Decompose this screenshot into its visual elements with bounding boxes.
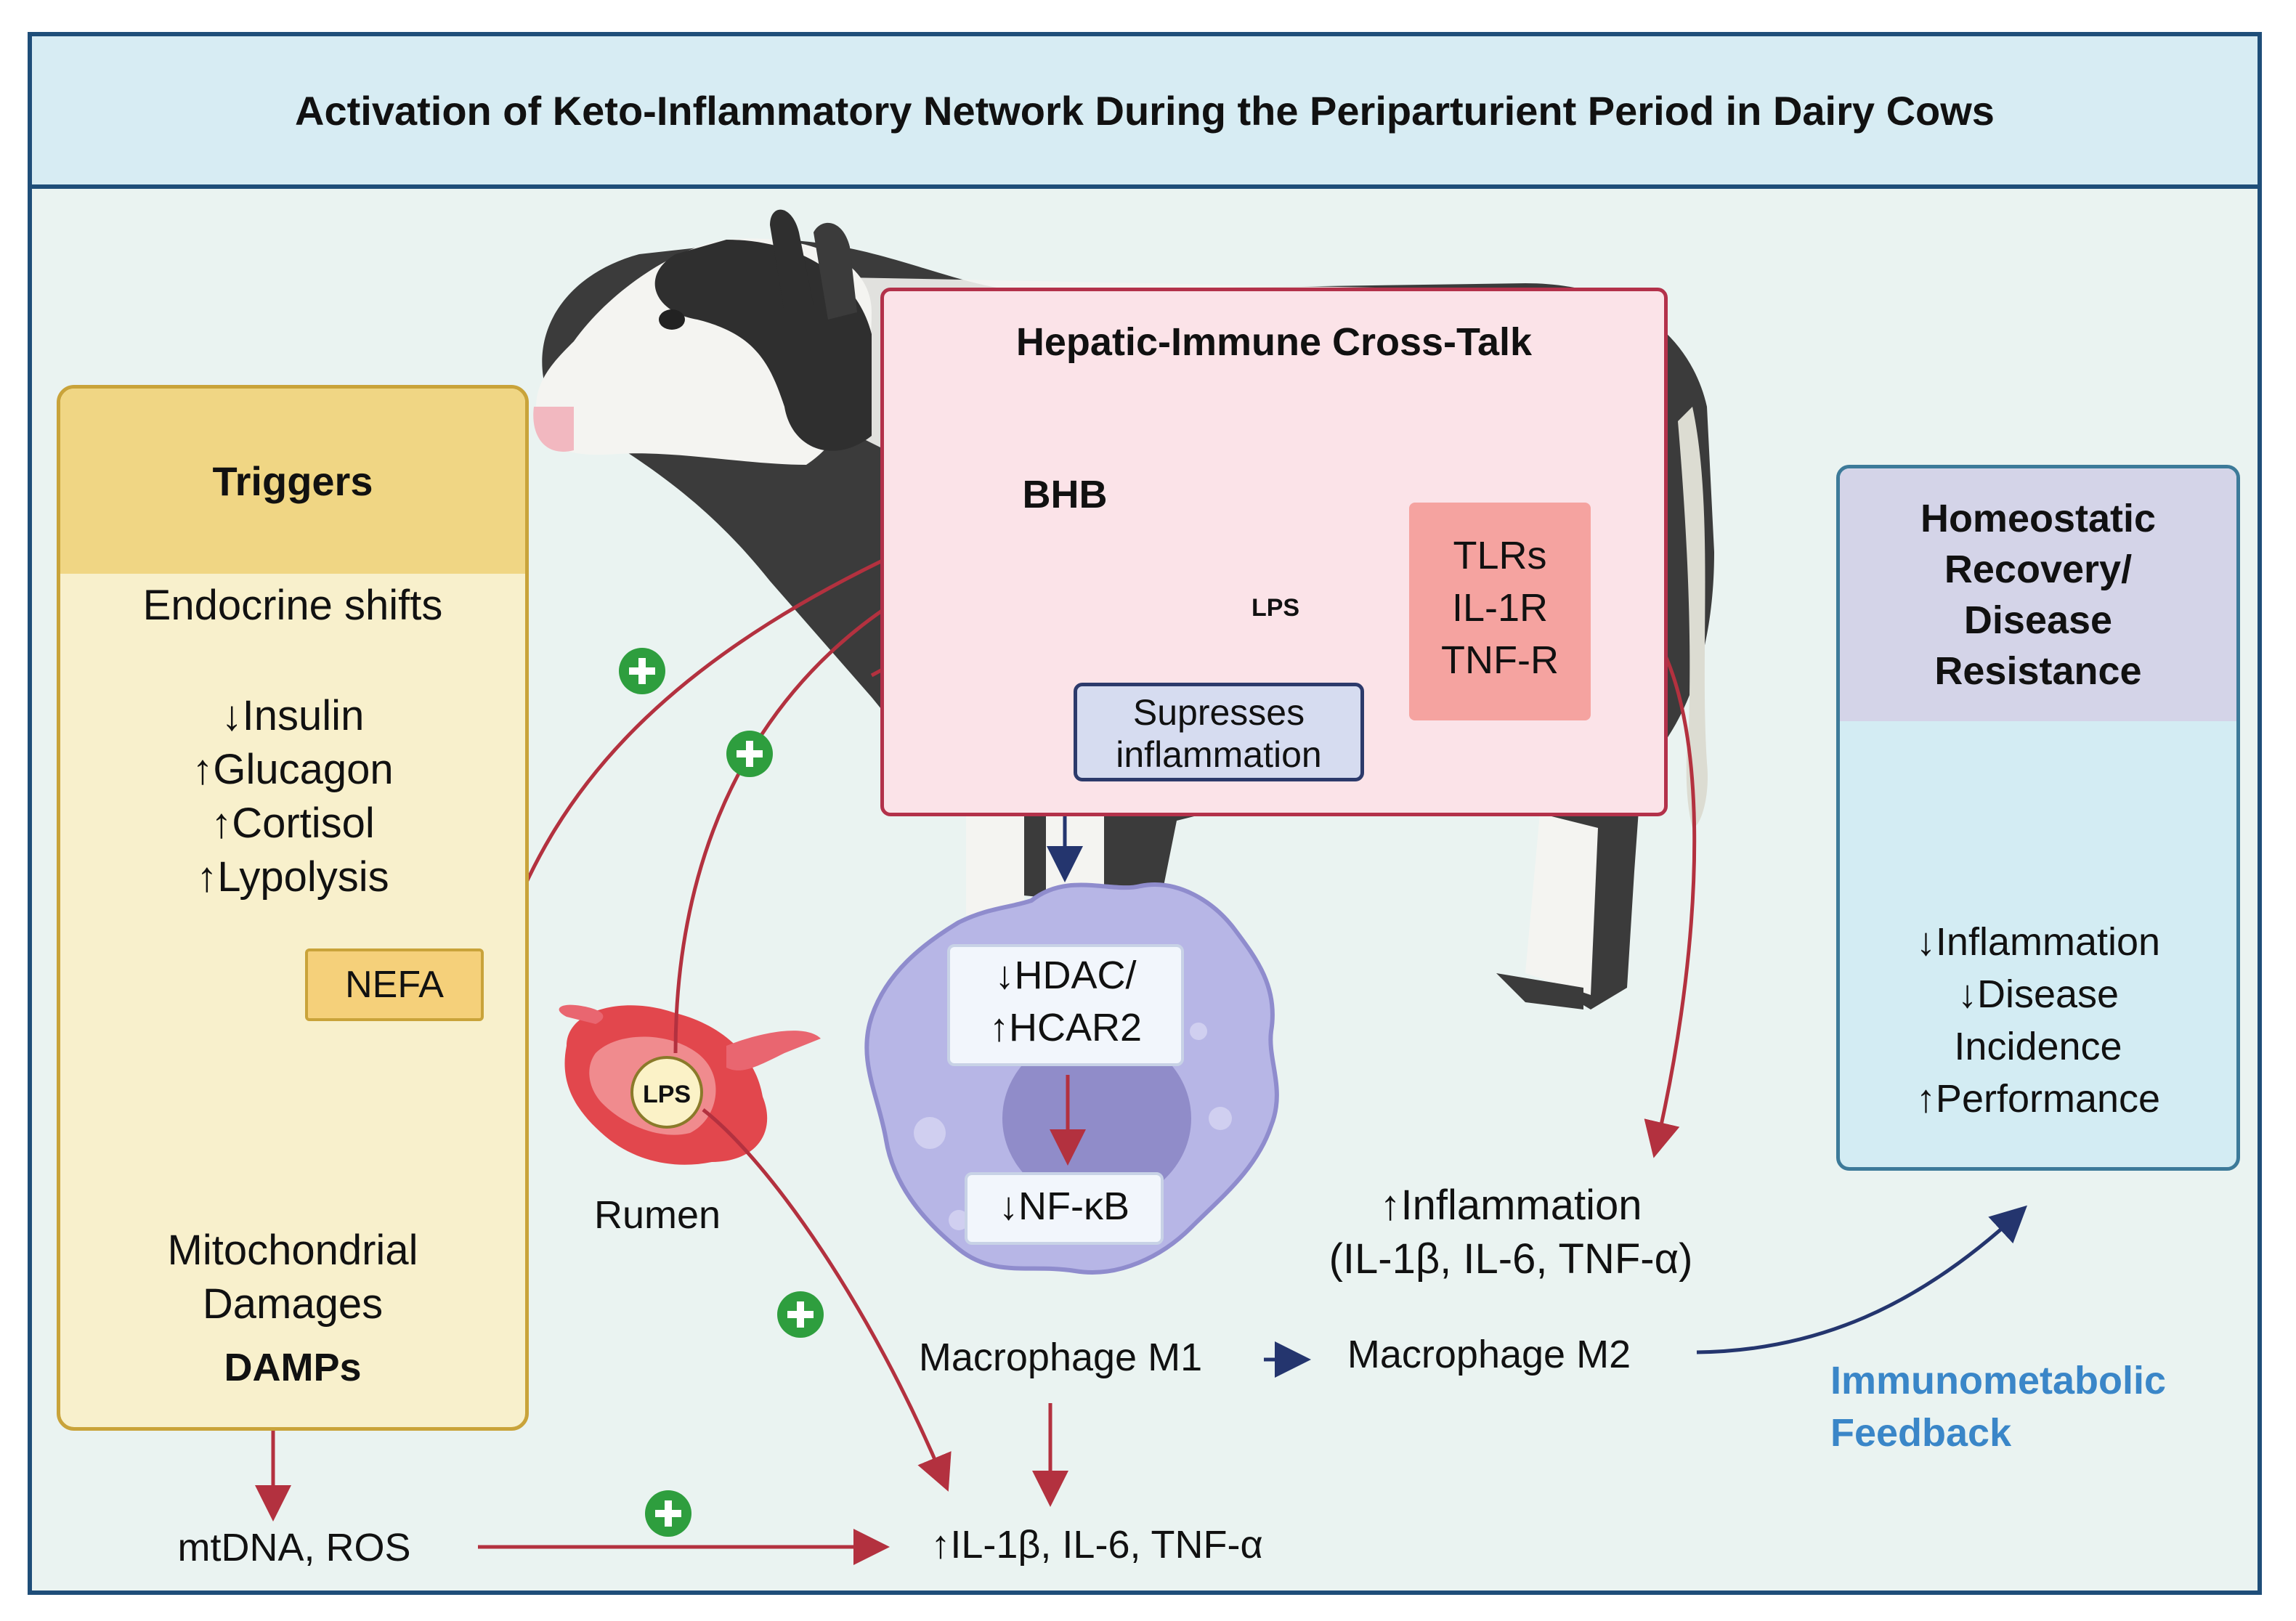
- outcome-item: ↑Performance: [1915, 1077, 2161, 1121]
- plus-icon: [619, 648, 665, 694]
- trigger-item: ↓Insulin: [221, 692, 365, 739]
- mito-label-line1: Mitochondrial: [167, 1227, 418, 1274]
- supress-label-line2: inflammation: [1116, 734, 1322, 775]
- plus-icon: [645, 1490, 691, 1537]
- nefa-label: NEFA: [345, 964, 444, 1006]
- outcome-item: ↓Inflammation: [1915, 920, 2161, 964]
- cytokines-label: ↑IL-1β, IL-6, TNF-α: [930, 1523, 1263, 1567]
- nfkb-label: ↓NF-κB: [999, 1185, 1129, 1228]
- damps-label: DAMPs: [224, 1346, 362, 1389]
- triggers-header: Triggers: [60, 389, 525, 574]
- homeostatic-heading: Homeostatic Recovery/ Disease Resistance: [1920, 497, 2157, 693]
- trigger-item: ↑Glucagon: [192, 746, 394, 793]
- homeostatic-panel: Homeostatic Recovery/ Disease Resistance: [1836, 465, 2240, 1171]
- plus-icons: [619, 648, 824, 1537]
- plus-icon: [777, 1291, 824, 1338]
- diagram-title: Activation of Keto-Inflammatory Network …: [295, 87, 1995, 134]
- receptors-box: [1409, 503, 1591, 720]
- trigger-item: ↑Lypolysis: [196, 853, 389, 901]
- hdac-box: [947, 944, 1184, 1066]
- supress-label-line1: Supresses: [1132, 692, 1305, 733]
- triggers-heading: Triggers: [212, 458, 373, 504]
- macrophage-m2-label: Macrophage M2: [1347, 1333, 1631, 1376]
- lps-label-hepatic: LPS: [1251, 594, 1300, 622]
- homeostatic-header: Homeostatic Recovery/ Disease Resistance: [1840, 468, 2236, 721]
- feedback-label-line2: Feedback: [1830, 1411, 2012, 1455]
- receptor-label: TLRs: [1453, 534, 1547, 577]
- bhb-label: BHB: [1022, 473, 1108, 516]
- plus-icon: [726, 731, 773, 777]
- hdac-label-line1: ↓HDAC/: [994, 954, 1137, 997]
- outcome-item: Incidence: [1954, 1025, 2122, 1068]
- endocrine-label: Endocrine shifts: [142, 582, 443, 629]
- nefa-box: NEFA: [305, 948, 484, 1021]
- lps-label-rumen: LPS: [642, 1081, 691, 1108]
- lps-node-rumen: [630, 1056, 703, 1129]
- hepatic-heading: Hepatic-Immune Cross-Talk: [1015, 320, 1533, 364]
- receptor-label: TNF-R: [1441, 638, 1559, 682]
- outcome-item: ↓Disease: [1957, 972, 2119, 1016]
- receptor-label: IL-1R: [1451, 586, 1549, 630]
- rumen-label: Rumen: [593, 1193, 721, 1237]
- mtdna-ros-label: mtDNA, ROS: [177, 1526, 411, 1569]
- macrophage-m1-label: Macrophage M1: [918, 1336, 1203, 1379]
- inflammation-label-line1: ↑Inflammation: [1379, 1182, 1642, 1229]
- inflammation-label-line2: (IL-1β, IL-6, TNF-α): [1328, 1235, 1693, 1283]
- trigger-item: ↑Cortisol: [211, 800, 375, 847]
- supresses-inflammation-box: [1074, 683, 1364, 781]
- title-bar: Activation of Keto-Inflammatory Network …: [28, 32, 2262, 189]
- triggers-panel: Triggers: [57, 385, 529, 1431]
- mito-label-line2: Damages: [202, 1280, 384, 1328]
- nfkb-box: [965, 1172, 1164, 1245]
- hdac-label-line2: ↑HCAR2: [989, 1006, 1143, 1049]
- feedback-label-line1: Immunometabolic: [1830, 1359, 2167, 1402]
